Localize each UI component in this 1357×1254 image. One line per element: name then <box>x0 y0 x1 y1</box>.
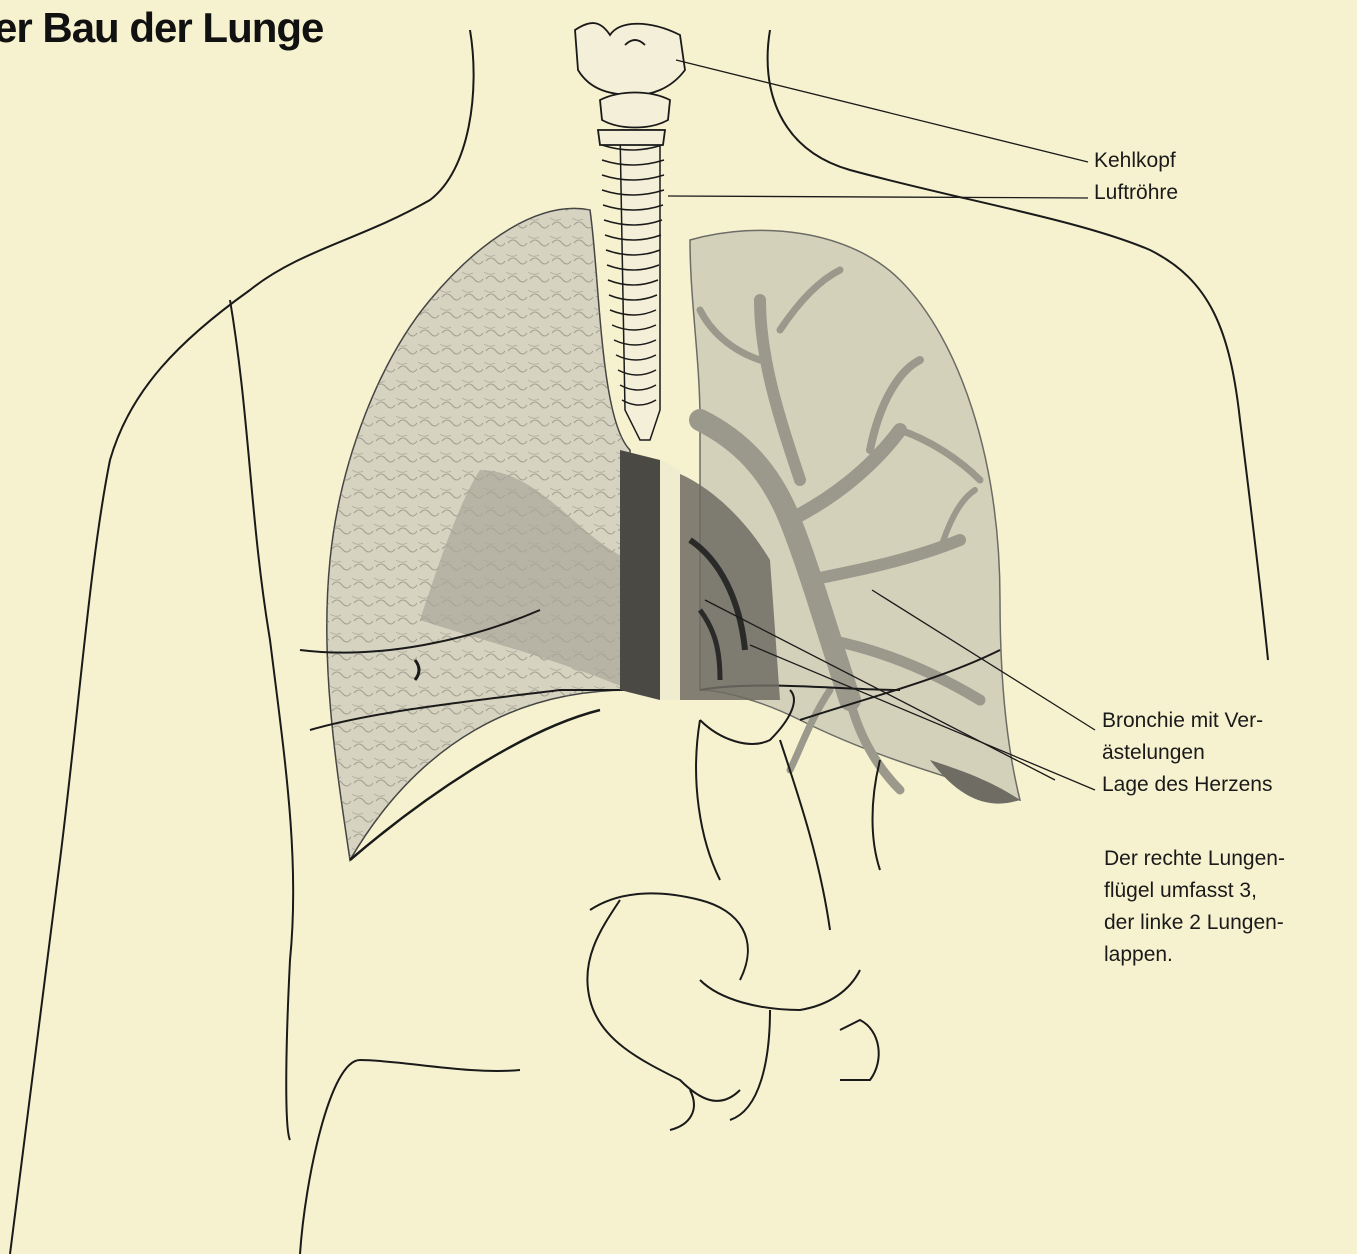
left-lung <box>690 230 1020 803</box>
label-heart: Lage des Herzens <box>1102 770 1272 799</box>
right-lung <box>300 208 660 860</box>
hand <box>587 690 880 1130</box>
label-larynx: Kehlkopf <box>1094 146 1176 175</box>
caption-line: lappen. <box>1104 940 1173 970</box>
caption-line: der linke 2 Lungen- <box>1104 908 1284 938</box>
label-bronchus-line2: ästelungen <box>1102 738 1205 767</box>
caption-line: flügel umfasst 3, <box>1104 876 1257 906</box>
larynx <box>575 23 685 145</box>
caption-line: Der rechte Lungen- <box>1104 844 1285 874</box>
label-bronchus-line1: Bronchie mit Ver- <box>1102 706 1263 735</box>
label-trachea: Luftröhre <box>1094 178 1178 207</box>
trachea <box>602 130 664 440</box>
